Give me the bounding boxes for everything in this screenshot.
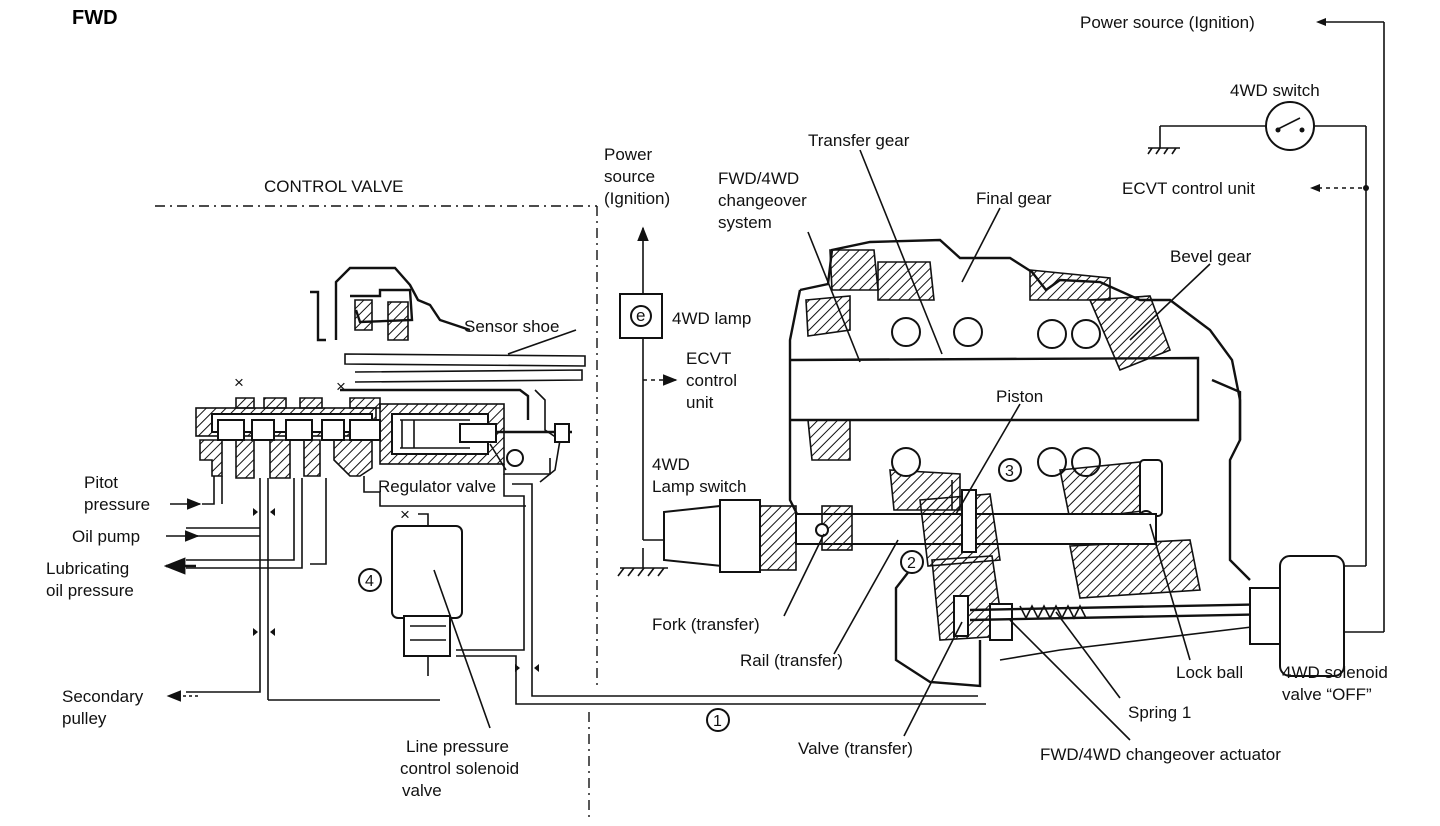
vent-mark-1: × (234, 373, 244, 392)
wd-lamp-label: 4WD lamp (672, 309, 751, 328)
power-source-left-label-2: source (604, 167, 655, 186)
pitot-label-2: pressure (84, 495, 150, 514)
regulator-valve-body (379, 403, 572, 475)
power-source-left-label-1: Power (604, 145, 653, 164)
changeover-actuator (894, 555, 1281, 688)
ecvt-left-label-1: ECVT (686, 349, 731, 368)
line-solenoid-label-2: control solenoid (400, 759, 519, 778)
wd-solenoid-valve (1249, 555, 1345, 677)
secondary-pulley-label-2: pulley (62, 709, 107, 728)
transfer-assembly (788, 238, 1251, 599)
changeover-system-label-3: system (718, 213, 772, 232)
wiring-right (1147, 18, 1385, 633)
diagram-title: FWD (72, 7, 118, 29)
fork-label: Fork (transfer) (652, 615, 760, 634)
circled-number-1: 1 (706, 708, 730, 732)
pitot-label-1: Pitot (84, 473, 118, 492)
line-solenoid-label-3: valve (402, 781, 442, 800)
oil-pump-label: Oil pump (72, 527, 140, 546)
piston-label: Piston (996, 387, 1043, 406)
control-valve-spool (195, 397, 381, 479)
ecvt-left-label-3: unit (686, 393, 714, 412)
lamp-switch-label-2: Lamp switch (652, 477, 746, 496)
rail-and-fork (795, 480, 1157, 567)
bevel-gear-label: Bevel gear (1170, 247, 1252, 266)
wd-switch-label: 4WD switch (1230, 81, 1320, 100)
circled-number-3: 3 (998, 458, 1022, 482)
changeover-system-label-2: changeover (718, 191, 807, 210)
ecvt-left-label-2: control (686, 371, 737, 390)
control-valve-frame (155, 205, 598, 820)
transfer-gear-label: Transfer gear (808, 131, 910, 150)
sensor-shoe-mechanism (310, 266, 586, 483)
final-gear-label: Final gear (976, 189, 1052, 208)
lamp-circuit (617, 226, 678, 577)
line-pressure-solenoid (391, 513, 463, 676)
changeover-actuator-label: FWD/4WD changeover actuator (1040, 745, 1281, 764)
lamp-symbol: e (636, 306, 645, 325)
lubricating-label-2: oil pressure (46, 581, 134, 600)
secondary-pulley-label-1: Secondary (62, 687, 144, 706)
solenoid-off-label-1: 4WD solenoid (1282, 663, 1388, 682)
rail-label: Rail (transfer) (740, 651, 843, 670)
regulator-valve-label: Regulator valve (378, 477, 496, 496)
svg-text:3: 3 (1005, 463, 1014, 480)
svg-text:2: 2 (907, 555, 916, 572)
power-source-left-label-3: (Ignition) (604, 189, 670, 208)
lock-ball-label: Lock ball (1176, 663, 1243, 682)
left-arrows (163, 498, 202, 702)
wd-lamp-switch-body (663, 499, 797, 573)
control-valve-label: CONTROL VALVE (264, 177, 404, 196)
valve-transfer-label: Valve (transfer) (798, 739, 913, 758)
power-source-top-label: Power source (Ignition) (1080, 13, 1255, 32)
svg-text:4: 4 (365, 573, 374, 590)
lubricating-label-1: Lubricating (46, 559, 129, 578)
lamp-switch-label-1: 4WD (652, 455, 690, 474)
vent-mark-3: × (400, 505, 410, 524)
leader-lines (433, 149, 1211, 741)
line-solenoid-label-1: Line pressure (406, 737, 509, 756)
spring-1-label: Spring 1 (1128, 703, 1191, 722)
ecvt-control-unit-right-label: ECVT control unit (1122, 179, 1255, 198)
solenoid-off-label-2: valve “OFF” (1282, 685, 1372, 704)
vent-mark-2: × (336, 377, 346, 396)
svg-text:1: 1 (713, 713, 722, 730)
changeover-system-label-1: FWD/4WD (718, 169, 799, 188)
circled-number-4: 4 (358, 568, 382, 592)
oil-passages (186, 474, 986, 705)
circled-number-2: 2 (900, 550, 924, 574)
sensor-shoe-label: Sensor shoe (464, 317, 559, 336)
